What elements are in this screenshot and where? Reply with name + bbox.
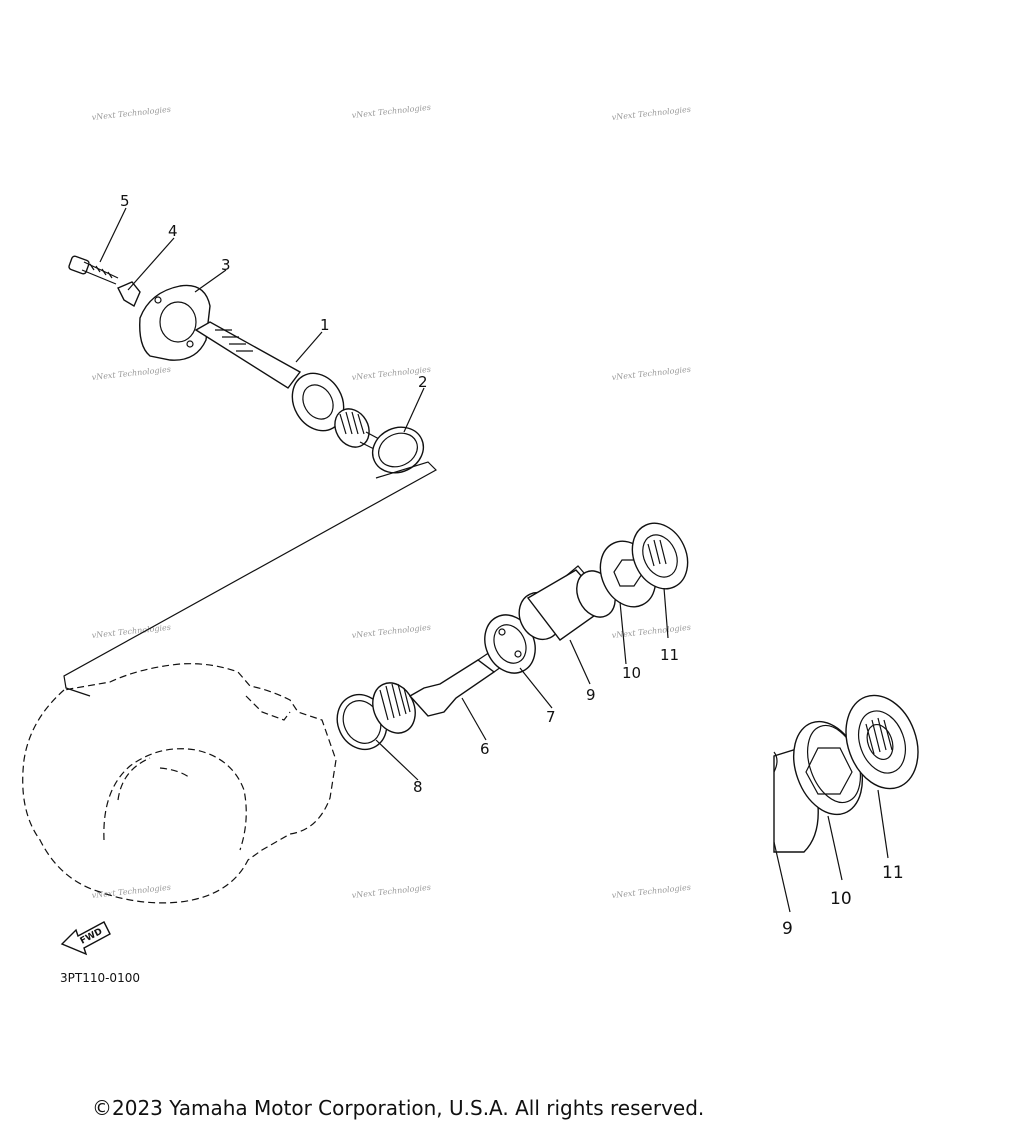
- watermark: vNext Technologies: [351, 883, 431, 900]
- callout-9: 9: [586, 686, 596, 704]
- watermark: vNext Technologies: [611, 365, 691, 382]
- callout-1: 1: [320, 316, 330, 334]
- part-8-gear-ring: [336, 682, 416, 751]
- callout-5: 5: [120, 192, 130, 210]
- callout-3: 3: [221, 256, 231, 274]
- detail-callout-9: 9: [782, 919, 793, 939]
- watermark: vNext Technologies: [351, 623, 431, 640]
- part-11-bearing: [631, 522, 689, 590]
- part-4-clip: [117, 281, 141, 308]
- callout-7: 7: [546, 708, 556, 726]
- watermarks: vNext Technologies vNext Technologies vN…: [91, 103, 691, 900]
- watermark: vNext Technologies: [91, 623, 171, 640]
- leader-lines-lower: [375, 587, 669, 781]
- engine-case-outline: [22, 663, 337, 904]
- fwd-arrow: FWD: [60, 921, 111, 956]
- callout-10: 10: [622, 664, 641, 682]
- callout-2: 2: [418, 373, 428, 391]
- diagram-code: 3PT110-0100: [60, 971, 140, 985]
- assembly-guide-lines: [63, 461, 437, 697]
- part-5-screw: [68, 255, 119, 285]
- watermark: vNext Technologies: [611, 883, 691, 900]
- upper-shaft-assembly: [68, 255, 425, 474]
- detail-callout-11: 11: [882, 863, 904, 883]
- detail-part-11-bearing: [845, 694, 919, 790]
- watermark: vNext Technologies: [91, 365, 171, 382]
- watermark: vNext Technologies: [611, 105, 691, 122]
- part-1-shaft: [194, 321, 393, 457]
- callout-11: 11: [660, 646, 679, 664]
- part-2-ring: [371, 426, 425, 474]
- detail-callout-10: 10: [830, 889, 852, 909]
- callout-labels: 5 4 3 1 2 8 6 7 9 10 11: [120, 192, 679, 796]
- part-3-plate: [139, 284, 211, 361]
- lower-shaft-assembly: [336, 522, 689, 751]
- callout-4: 4: [168, 222, 178, 240]
- detail-view: 9 10 11: [773, 694, 919, 939]
- watermark: vNext Technologies: [91, 105, 171, 122]
- callout-6: 6: [480, 740, 490, 758]
- watermark: vNext Technologies: [351, 103, 431, 120]
- callout-8: 8: [413, 778, 423, 796]
- watermark: vNext Technologies: [91, 883, 171, 900]
- leader-lines-upper: [99, 207, 425, 433]
- copyright-notice: ©2023 Yamaha Motor Corporation, U.S.A. A…: [92, 1096, 705, 1120]
